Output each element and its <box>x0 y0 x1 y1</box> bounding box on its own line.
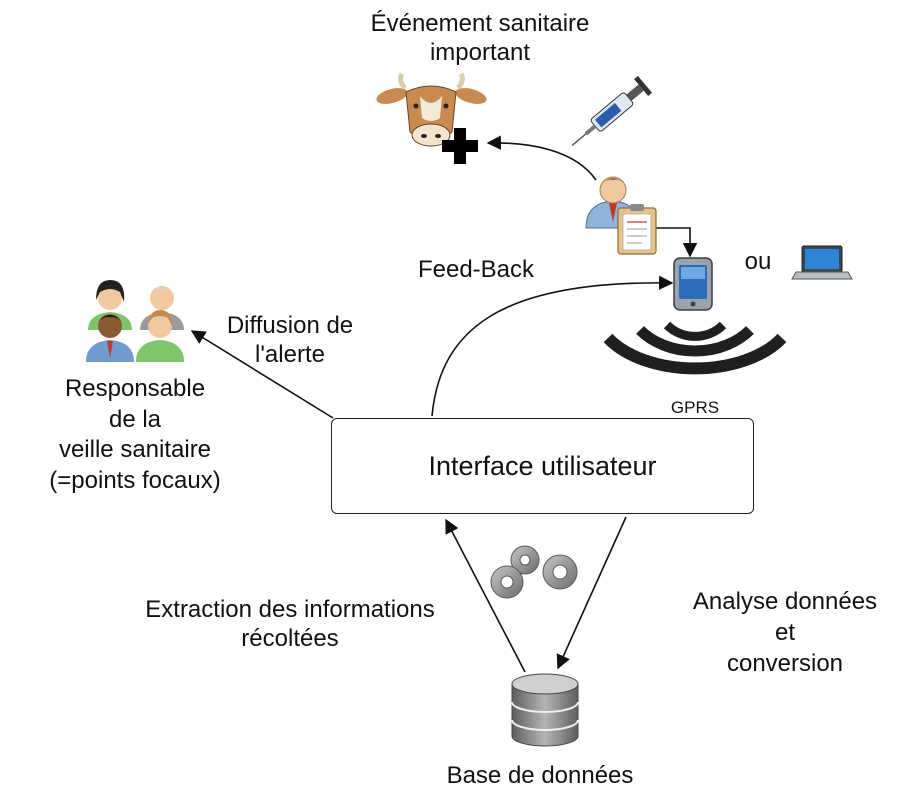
interface-box: Interface utilisateur <box>331 418 754 514</box>
extraction-line2: récoltées <box>241 624 339 652</box>
arrow-to-phone <box>656 227 698 258</box>
feedback-label: Feed-Back <box>417 256 535 283</box>
extraction-line1: Extraction des informations <box>145 596 435 623</box>
arrow-analyse <box>556 516 627 670</box>
database-label: Base de données <box>446 762 634 789</box>
analyse-line2: et <box>774 619 795 647</box>
gprs-label: GPRS <box>670 398 720 417</box>
responsable-line2: de la <box>108 405 162 433</box>
extraction-label: Extraction des informations récoltées <box>80 596 500 654</box>
analyse-line3: conversion <box>726 650 844 678</box>
arrow-extraction <box>445 518 526 673</box>
event-title-line2: important <box>429 38 531 66</box>
database-icon <box>511 673 579 747</box>
diffusion-line1: Diffusion de <box>226 312 354 339</box>
gears-icon <box>490 545 578 599</box>
ou-label: ou <box>744 248 772 275</box>
responsable-line4: (=points focaux) <box>49 467 221 495</box>
syringe-icon <box>571 75 653 146</box>
responsable-label: Responsable de la veille sanitaire (=poi… <box>10 374 260 497</box>
smartphone-icon <box>673 257 713 311</box>
responsable-line3: veille sanitaire <box>58 436 212 464</box>
cross-icon <box>442 128 478 164</box>
arrow-diffusion <box>190 330 334 419</box>
event-title-line1: Événement sanitaire <box>370 10 590 37</box>
laptop-icon <box>791 245 853 280</box>
cow-icon <box>376 72 487 147</box>
analyse-label: Analyse données et conversion <box>650 586 920 680</box>
diffusion-line2: l'alerte <box>255 340 325 368</box>
wifi-wave-icon <box>603 321 787 375</box>
interface-label: Interface utilisateur <box>428 450 657 481</box>
arrow-to-event <box>486 135 597 181</box>
analyse-line1: Analyse données <box>692 588 878 615</box>
diffusion-label: Diffusion de l'alerte <box>200 312 380 370</box>
person-clipboard-icon <box>585 176 657 255</box>
event-title: Événement sanitaire important <box>300 10 660 68</box>
people-group-icon <box>86 280 184 362</box>
arrow-feedback <box>431 275 674 417</box>
responsable-line1: Responsable <box>64 375 206 402</box>
